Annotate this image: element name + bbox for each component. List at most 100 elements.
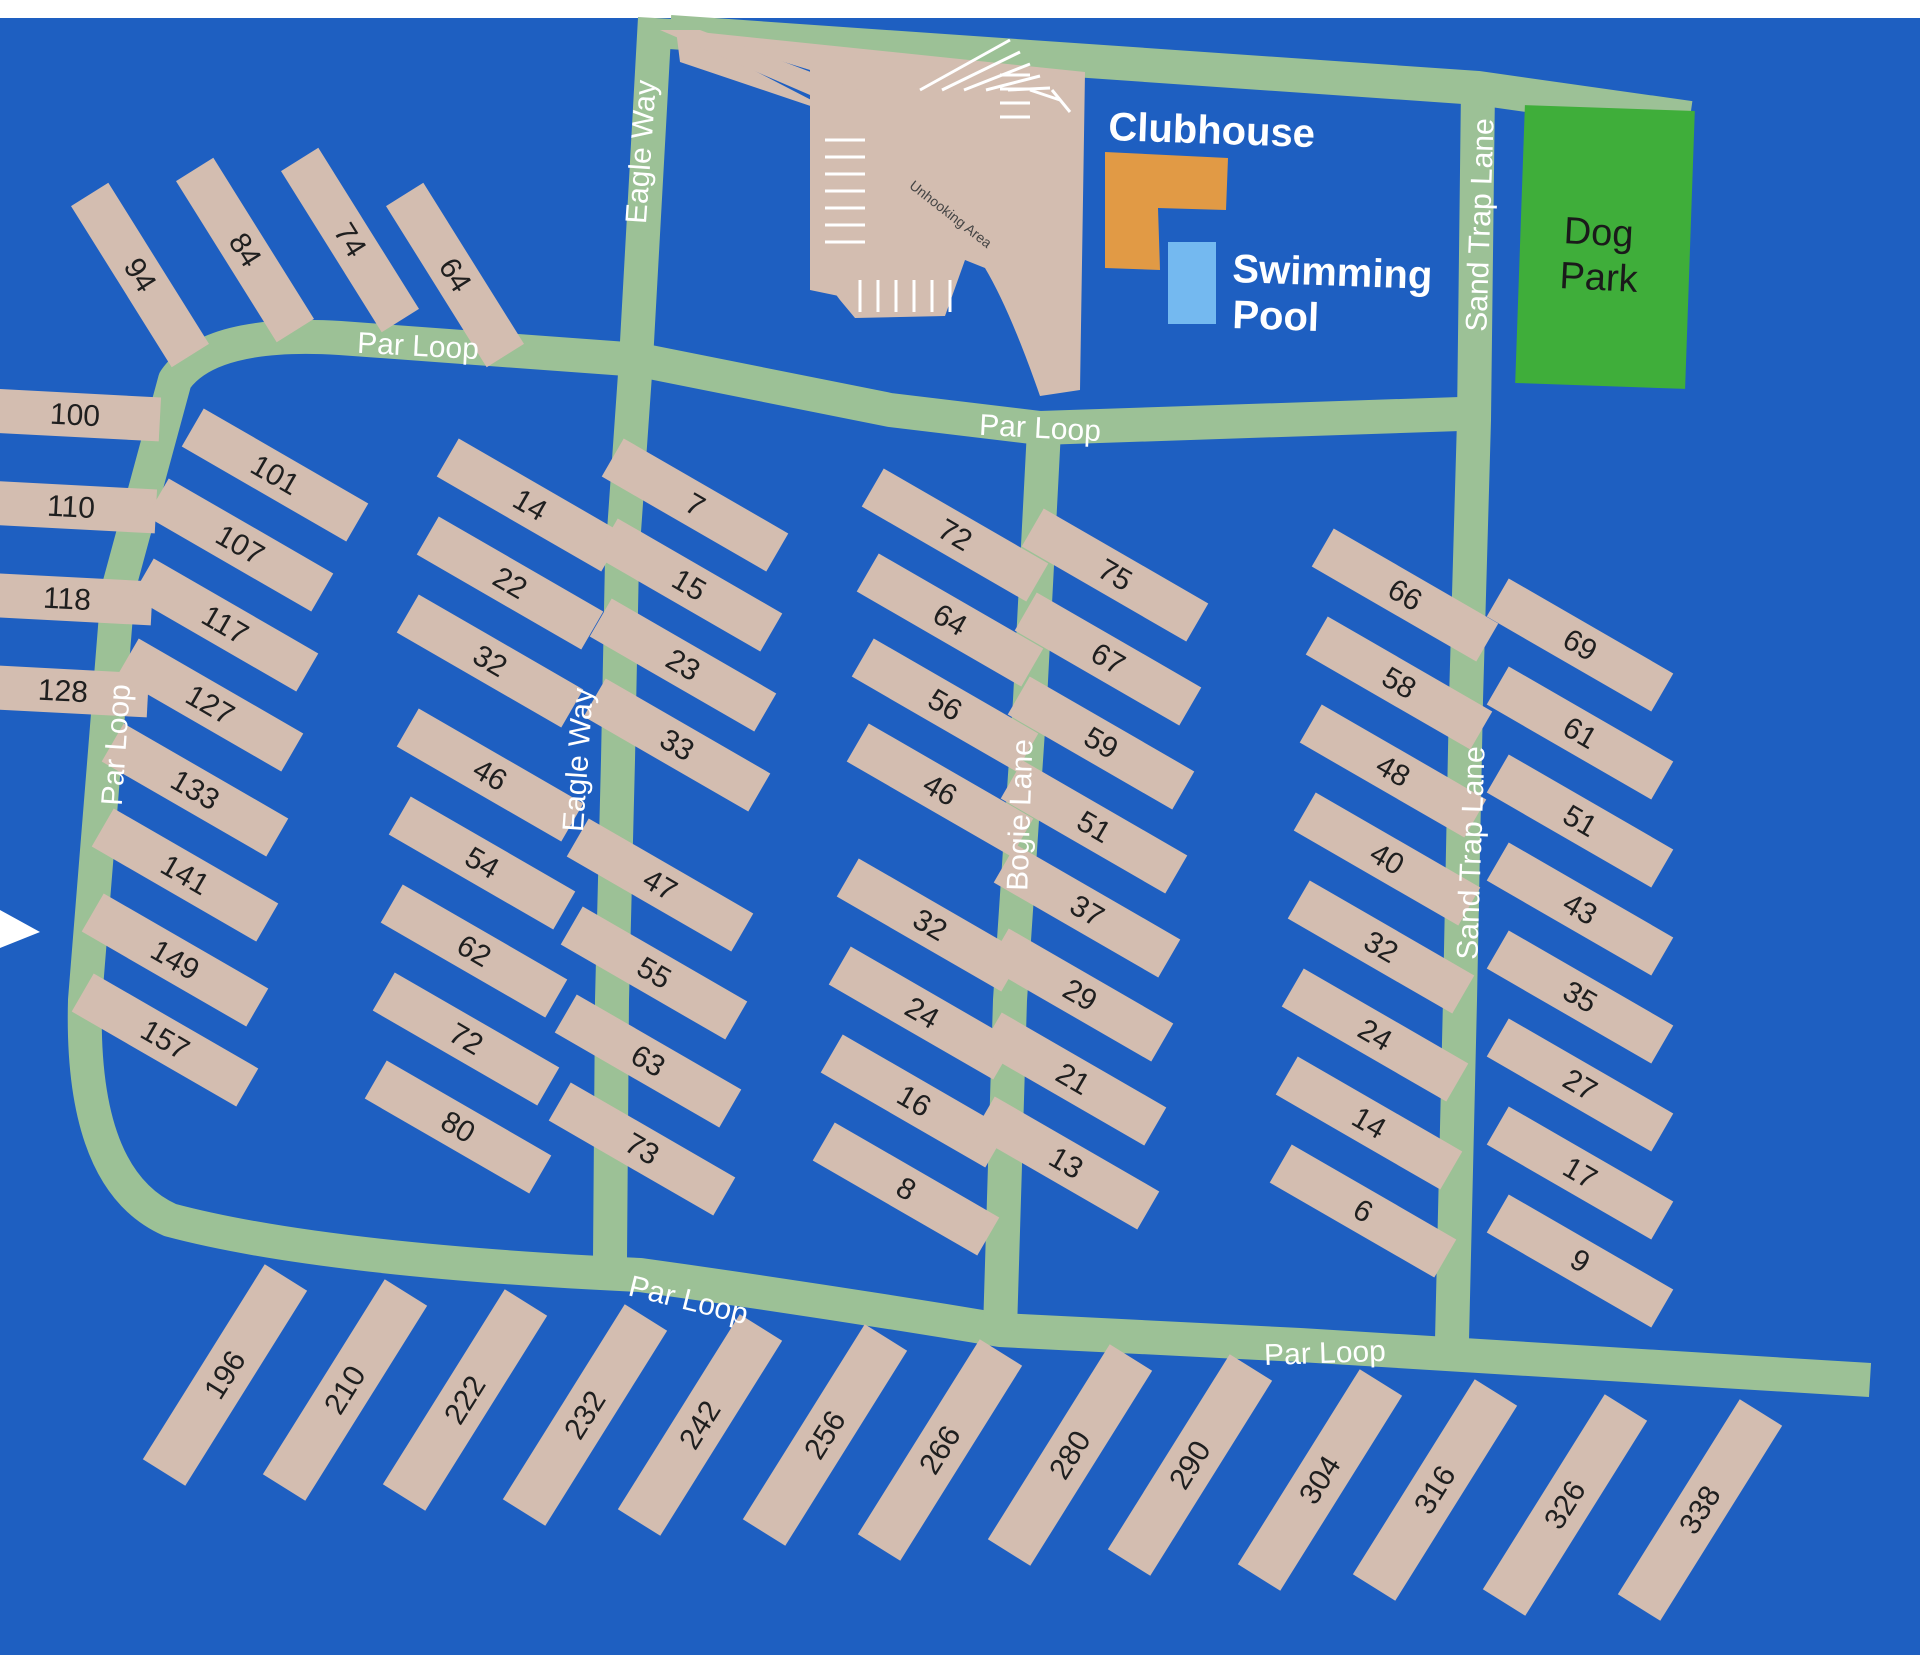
lot-pad	[986, 928, 1174, 1062]
lot-72[interactable]: 72	[861, 468, 1049, 602]
lot-37[interactable]: 37	[993, 844, 1181, 978]
lot-pad	[1287, 880, 1475, 1014]
lot-14[interactable]: 14	[436, 438, 624, 572]
lot-pad	[851, 638, 1039, 772]
lot-22[interactable]: 22	[416, 516, 604, 650]
lot-pad	[1014, 592, 1202, 726]
lot-pad	[1486, 1106, 1674, 1240]
lot-69[interactable]: 69	[1486, 578, 1674, 712]
lot-73[interactable]: 73	[548, 1082, 736, 1216]
lot-75[interactable]: 75	[1021, 508, 1209, 642]
lot-100[interactable]: 100	[0, 388, 162, 442]
lot-62[interactable]: 62	[380, 884, 568, 1018]
lot-pad	[1486, 754, 1674, 888]
lot-pad	[560, 906, 748, 1040]
lot-84[interactable]: 84	[176, 157, 314, 343]
lot-pad	[388, 796, 576, 930]
lot-pad	[71, 182, 209, 368]
lot-7[interactable]: 7	[601, 438, 789, 572]
lot-46[interactable]: 46	[846, 723, 1034, 857]
lot-6[interactable]: 6	[1269, 1144, 1457, 1278]
lot-24[interactable]: 24	[828, 946, 1016, 1080]
lot-24[interactable]: 24	[1281, 968, 1469, 1102]
lot-51[interactable]: 51	[1000, 760, 1188, 894]
lot-pad	[1281, 968, 1469, 1102]
lot-pad	[554, 994, 742, 1128]
lot-128[interactable]: 128	[0, 664, 150, 718]
lot-pad	[262, 1279, 428, 1501]
lot-80[interactable]: 80	[364, 1060, 552, 1194]
lot-13[interactable]: 13	[972, 1096, 1160, 1230]
lot-40[interactable]: 40	[1293, 792, 1481, 926]
lot-pad	[146, 478, 334, 612]
top-road	[668, 15, 1693, 135]
lot-pad	[116, 638, 304, 772]
lot-59[interactable]: 59	[1007, 676, 1195, 810]
lot-56[interactable]: 56	[851, 638, 1039, 772]
lot-pad	[548, 1082, 736, 1216]
lot-94[interactable]: 94	[71, 182, 209, 368]
lot-pad	[71, 973, 259, 1107]
lot-21[interactable]: 21	[979, 1012, 1167, 1146]
lot-58[interactable]: 58	[1305, 616, 1493, 750]
lot-23[interactable]: 23	[589, 598, 777, 732]
lot-51[interactable]: 51	[1486, 754, 1674, 888]
lot-number: 118	[42, 582, 91, 617]
lot-32[interactable]: 32	[1287, 880, 1475, 1014]
lot-8[interactable]: 8	[812, 1122, 1000, 1256]
lot-pad	[372, 972, 560, 1106]
lot-72[interactable]: 72	[372, 972, 560, 1106]
lot-66[interactable]: 66	[1311, 528, 1499, 662]
lot-35[interactable]: 35	[1486, 930, 1674, 1064]
parking-stripe	[919, 38, 1011, 92]
lot-pad	[382, 1289, 548, 1511]
street-label-sand-trap-lane: Sand Trap Lane	[1451, 746, 1491, 961]
street-label-par-loop: Par Loop	[1264, 1335, 1387, 1372]
lot-55[interactable]: 55	[560, 906, 748, 1040]
parking-approach	[660, 30, 858, 300]
lot-63[interactable]: 63	[554, 994, 742, 1128]
lot-pad	[1486, 578, 1674, 712]
lot-27[interactable]: 27	[1486, 1018, 1674, 1152]
lot-110[interactable]: 110	[0, 480, 158, 534]
lot-64[interactable]: 64	[386, 182, 524, 368]
lot-16[interactable]: 16	[820, 1034, 1008, 1168]
lot-29[interactable]: 29	[986, 928, 1174, 1062]
lot-pad	[583, 678, 771, 812]
lot-33[interactable]: 33	[583, 678, 771, 812]
lot-pad	[828, 946, 1016, 1080]
lot-9[interactable]: 9	[1486, 1194, 1674, 1328]
lot-118[interactable]: 118	[0, 572, 154, 626]
lot-14[interactable]: 14	[1275, 1056, 1463, 1190]
lot-47[interactable]: 47	[566, 818, 754, 952]
lot-pad	[364, 1060, 552, 1194]
lot-74[interactable]: 74	[281, 147, 419, 333]
lot-61[interactable]: 61	[1486, 666, 1674, 800]
lot-43[interactable]: 43	[1486, 842, 1674, 976]
lot-17[interactable]: 17	[1486, 1106, 1674, 1240]
lot-32[interactable]: 32	[396, 594, 584, 728]
lot-48[interactable]: 48	[1299, 704, 1487, 838]
lot-pad	[502, 1304, 668, 1526]
lot-15[interactable]: 15	[595, 518, 783, 652]
lot-pad	[566, 818, 754, 952]
lot-46[interactable]: 46	[396, 708, 584, 842]
lot-pad	[1311, 528, 1499, 662]
dog-park	[1515, 105, 1695, 389]
clubhouse-label: Clubhouse	[1108, 105, 1316, 156]
lot-pad	[742, 1324, 908, 1546]
lot-pad	[131, 558, 319, 692]
lot-pad	[1305, 616, 1493, 750]
lot-32[interactable]: 32	[836, 858, 1024, 992]
lot-67[interactable]: 67	[1014, 592, 1202, 726]
lot-pad	[101, 723, 289, 857]
lot-pad	[1617, 1399, 1783, 1621]
parking-area: Unhooking Area	[660, 30, 1085, 396]
swimming-pool-label-2: Pool	[1232, 293, 1320, 340]
lot-64[interactable]: 64	[856, 553, 1044, 687]
lot-pad	[979, 1012, 1167, 1146]
lot-290[interactable]: 290	[1107, 1354, 1273, 1576]
parking-stripe	[1029, 88, 1061, 102]
lot-54[interactable]: 54	[388, 796, 576, 930]
lot-number: 110	[46, 490, 95, 525]
